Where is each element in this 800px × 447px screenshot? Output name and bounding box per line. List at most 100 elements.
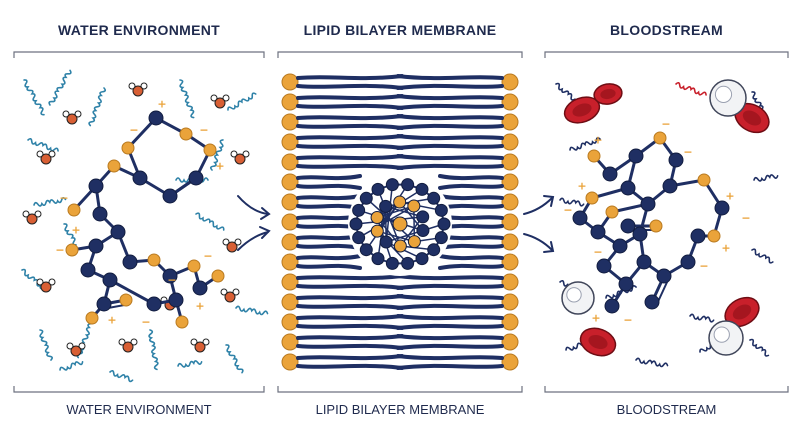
hydrogen-atom: [230, 150, 238, 158]
orange-atom: [203, 143, 217, 157]
hydrogen-atom: [74, 110, 82, 118]
lipid-tail-right: [396, 343, 504, 350]
water-squiggle-11-line: [235, 305, 269, 316]
lipid-head-left: [281, 353, 299, 371]
lipid-tail-left: [296, 303, 404, 310]
nano-inner-bond: [376, 230, 409, 264]
hydrogen-atom: [118, 338, 126, 346]
lipid-head-left: [281, 253, 299, 271]
lipid-tail-right: [396, 283, 504, 290]
orange-atom: [107, 159, 121, 173]
charge-plus-icon: +: [157, 98, 166, 111]
panel-frames: [13, 51, 789, 393]
orange-atom: [653, 131, 667, 145]
lipid-head-right: [501, 193, 519, 211]
hydrogen-atom: [22, 210, 30, 218]
white-blood-cell-1: [561, 281, 595, 315]
orange-atom: [179, 127, 193, 141]
blood-squiggle-3: [569, 137, 601, 151]
water-squiggle-6: [33, 197, 67, 207]
nano-core-atom: [407, 235, 421, 249]
nano-core-atom: [407, 199, 421, 213]
nano-shell-atom: [385, 178, 399, 192]
navy-atom: [162, 268, 178, 284]
lipid-head-right: [501, 113, 519, 131]
charge-minus-icon: −: [741, 212, 750, 225]
water-squiggle-0-line: [23, 79, 45, 116]
lipid-row-3: [281, 133, 519, 151]
charge-minus-icon: −: [683, 146, 692, 159]
charge-plus-icon: +: [577, 180, 586, 193]
charge-minus-icon: −: [167, 274, 176, 287]
lipid-row-4: [281, 153, 519, 171]
lipid-tail-right: [396, 314, 504, 321]
hydrogen-atom: [234, 238, 242, 246]
water-squiggle-4: [227, 92, 257, 111]
navy-atom: [662, 178, 678, 194]
navy-atom: [188, 170, 204, 186]
nano-core-atom: [379, 199, 393, 213]
nano-shell-atom: [401, 178, 415, 192]
hydrogen-atom: [140, 82, 148, 90]
white-blood-cell-2: [708, 320, 744, 356]
water-molecule-9: [66, 342, 86, 357]
nano-shell-atom: [352, 203, 366, 217]
blood-squiggle-13: [749, 338, 770, 357]
water-squiggle-11: [235, 305, 269, 316]
lipid-bilayer-title: LIPID BILAYER MEMBRANE: [303, 22, 497, 38]
water-squiggle-2-line: [88, 87, 107, 127]
charge-minus-icon: −: [129, 124, 138, 137]
bond-23: [109, 278, 155, 306]
lipid-tail-left: [296, 83, 404, 90]
nano-core-atom: [416, 210, 430, 224]
water-squiggle-5-line: [27, 137, 59, 152]
lipid-tail-left: [296, 163, 404, 170]
orange-atom: [697, 173, 711, 187]
charge-minus-icon: −: [203, 250, 212, 263]
lipid-tail-right: [396, 83, 504, 90]
nano-core-atom: [393, 239, 407, 253]
navy-atom: [656, 268, 672, 284]
navy-atom: [668, 152, 684, 168]
hydrogen-atom: [190, 338, 198, 346]
arrowhead-membrane-to-blood-1: [543, 195, 555, 207]
oxygen-atom: [234, 153, 246, 165]
water-molecules: [22, 82, 250, 357]
oxygen-atom: [70, 345, 82, 357]
panel-frame-bottom-2: [277, 386, 523, 393]
blood-squiggle-5: [753, 174, 779, 182]
nano-shell-atom: [415, 252, 429, 266]
hydrogen-atom: [34, 210, 42, 218]
lipid-head-left: [281, 73, 299, 91]
water-squiggle-12: [225, 344, 244, 374]
arrow-water-to-membrane-1: [237, 195, 269, 215]
oxygen-atom: [194, 341, 206, 353]
nano-shell-atom: [434, 203, 448, 217]
water-molecule-3: [36, 150, 56, 165]
lipid-tail-right: [438, 254, 504, 261]
lipid-head-left: [281, 313, 299, 331]
lipid-head-right: [501, 153, 519, 171]
nano-inner-bond: [399, 201, 442, 212]
lipid-tail-right: [438, 183, 504, 190]
hydrogen-atom: [222, 238, 230, 246]
water-molecule-8: [220, 288, 240, 303]
water-molecule-11: [190, 338, 210, 353]
nano-shell-atom: [434, 231, 448, 245]
panel-frame-top-2: [277, 51, 523, 58]
navy-atom: [148, 110, 164, 126]
red-cell-center: [742, 110, 762, 126]
blood-squiggle-9-line: [689, 313, 715, 323]
navy-atom: [618, 276, 634, 292]
lipid-head-left: [281, 293, 299, 311]
nano-core-atom: [370, 224, 384, 238]
navy-atom: [92, 206, 108, 222]
water-squiggle-16-line: [195, 212, 225, 231]
lipid-head-right: [501, 313, 519, 331]
water-squiggle-13: [177, 360, 203, 368]
lipid-tail-right: [396, 294, 504, 301]
water-squiggle-4-line: [227, 92, 257, 111]
oxygen-atom: [214, 97, 226, 109]
lipid-row-2: [281, 113, 519, 131]
orange-atom: [175, 315, 189, 329]
